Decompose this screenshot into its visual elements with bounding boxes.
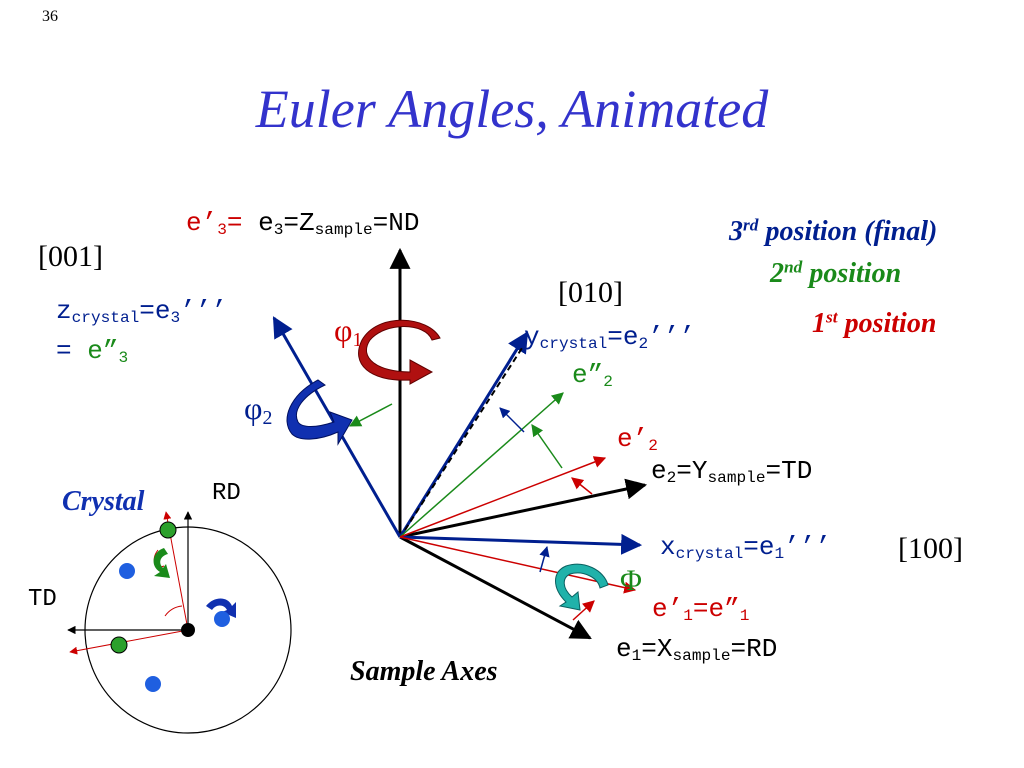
- small-direction-arrows: [348, 403, 595, 621]
- label-z-crystal: zcrystal=e3’’’: [56, 296, 227, 328]
- label-e1-axis: e1=Xsample=RD: [616, 634, 778, 666]
- label-miller-100: [100]: [898, 532, 963, 565]
- pf-angle-arc: [164, 605, 183, 617]
- phi1-rotation-arrow-icon: [358, 319, 441, 385]
- label-e2-prime: e’2: [617, 424, 658, 456]
- sample-axes: [389, 247, 648, 640]
- label-rd: RD: [212, 480, 241, 507]
- pf-blue-arrow-icon: [206, 598, 236, 618]
- pf-blue-dot-1: [119, 563, 135, 579]
- label-phi1: φ1: [334, 312, 363, 351]
- slide-title: Euler Angles, Animated: [255, 79, 769, 139]
- label-e2-dblprime: e”2: [572, 360, 613, 392]
- label-e1-prime: e’1=e”1: [652, 594, 750, 626]
- legend-second-position: 2nd position: [770, 257, 902, 289]
- axis-e2-dblprime: [399, 392, 564, 538]
- pole-figure-inset: [67, 511, 292, 734]
- axis-e2-prime: [399, 456, 607, 538]
- axis-x-crystal: [399, 533, 643, 555]
- phi2-rotation-arrow-icon: [286, 379, 353, 446]
- label-sample-axes: Sample Axes: [350, 656, 498, 687]
- label-crystal: Crystal: [62, 486, 145, 517]
- label-Phi: Φ: [620, 564, 642, 597]
- label-e2-axis: e2=Ysample=TD: [651, 456, 813, 488]
- Phi-rotation-arrow-icon: [555, 563, 609, 611]
- axis-e1-rd: [399, 535, 592, 640]
- pf-green-dot-top: [159, 521, 177, 539]
- legend-third-position: 3rd position (final): [729, 215, 938, 247]
- axis-y-crystal: [398, 331, 529, 538]
- pf-green-dot-left: [110, 636, 128, 654]
- axis-e1-prime: [399, 536, 637, 594]
- pf-blue-dot-3: [145, 676, 161, 692]
- intermediate-axes: [399, 392, 637, 594]
- label-miller-001: [001]: [38, 240, 103, 273]
- pf-green-arrow-icon: [153, 548, 170, 578]
- pf-blue-dot-2: [214, 611, 230, 627]
- legend-first-position: 1st position: [812, 307, 937, 339]
- slide-number: 36: [42, 8, 58, 25]
- label-e3-axis: e’3= e3=Zsample=ND: [186, 208, 420, 240]
- pf-red-horizontal: [69, 629, 189, 655]
- label-phi2: φ2: [244, 390, 273, 429]
- axis-y-crystal-dashed: [404, 344, 525, 531]
- label-x-crystal: xcrystal=e1’’’: [660, 532, 831, 564]
- label-z-crystal-line2: = e”3: [56, 336, 129, 368]
- pf-center-dot: [181, 623, 195, 637]
- label-td: TD: [28, 586, 57, 613]
- label-y-crystal: ycrystal=e2’’’: [524, 322, 695, 354]
- label-miller-010: [010]: [558, 276, 623, 309]
- axis-e2-td: [399, 478, 648, 539]
